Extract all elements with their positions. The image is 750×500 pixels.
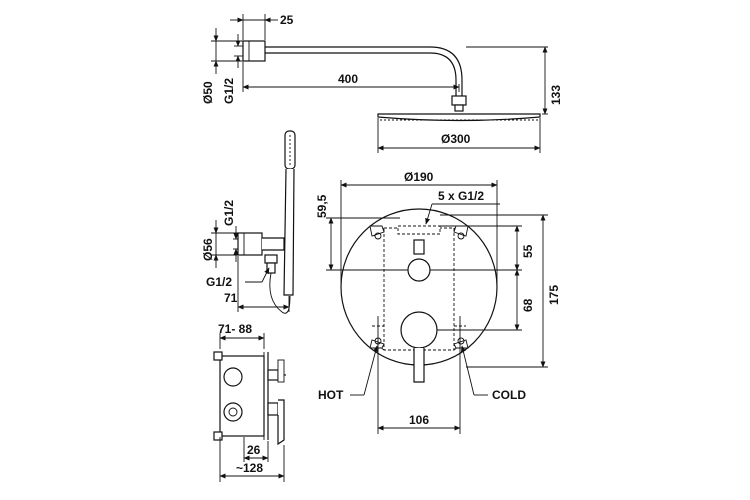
dim-26: 26: [247, 443, 261, 457]
hand-shower-view: G1/2 Ø56 G1/2 71: [201, 130, 296, 314]
mixer-lever: [413, 348, 425, 383]
dim-d300: Ø300: [441, 132, 471, 146]
diverter-knob: [407, 258, 431, 282]
dim-5xg12: 5 x G1/2: [438, 189, 484, 203]
wall-flange: [242, 40, 266, 62]
dim-g12-arm: G1/2: [222, 78, 236, 104]
dim-71: 71: [224, 291, 238, 305]
dim-106: 106: [409, 413, 429, 427]
dim-68: 68: [521, 298, 535, 312]
dim-g12-hose: G1/2: [206, 275, 232, 289]
mixer-side-view: 71- 88 26 ~128: [213, 322, 286, 482]
shower-arm-view: 25 400 133 Ø300 Ø50 G1/2: [201, 13, 563, 153]
dim-59-5: 59,5: [315, 194, 329, 218]
hot-label: HOT: [318, 388, 344, 402]
cold-label: COLD: [492, 388, 526, 402]
holder-bracket: [237, 232, 263, 256]
shower-head: [377, 113, 541, 122]
dim-d50: Ø50: [201, 81, 215, 104]
mixer-handle: [400, 311, 438, 349]
dim-d190: Ø190: [404, 170, 434, 184]
dim-71-88: 71- 88: [218, 322, 252, 336]
dim-55: 55: [521, 244, 535, 258]
dim-400: 400: [338, 72, 358, 86]
dim-128: ~128: [236, 461, 263, 475]
valve-body: [219, 355, 265, 437]
dim-25: 25: [280, 13, 294, 27]
dim-133: 133: [549, 85, 563, 105]
dim-175: 175: [547, 285, 561, 305]
shower-arm: [265, 46, 463, 96]
mixer-front-view: Ø190 5 x G1/2 59,5 55 68 175 106 HOT: [315, 170, 561, 434]
dim-d56: Ø56: [201, 238, 215, 261]
dim-g12-holder: G1/2: [222, 200, 236, 226]
